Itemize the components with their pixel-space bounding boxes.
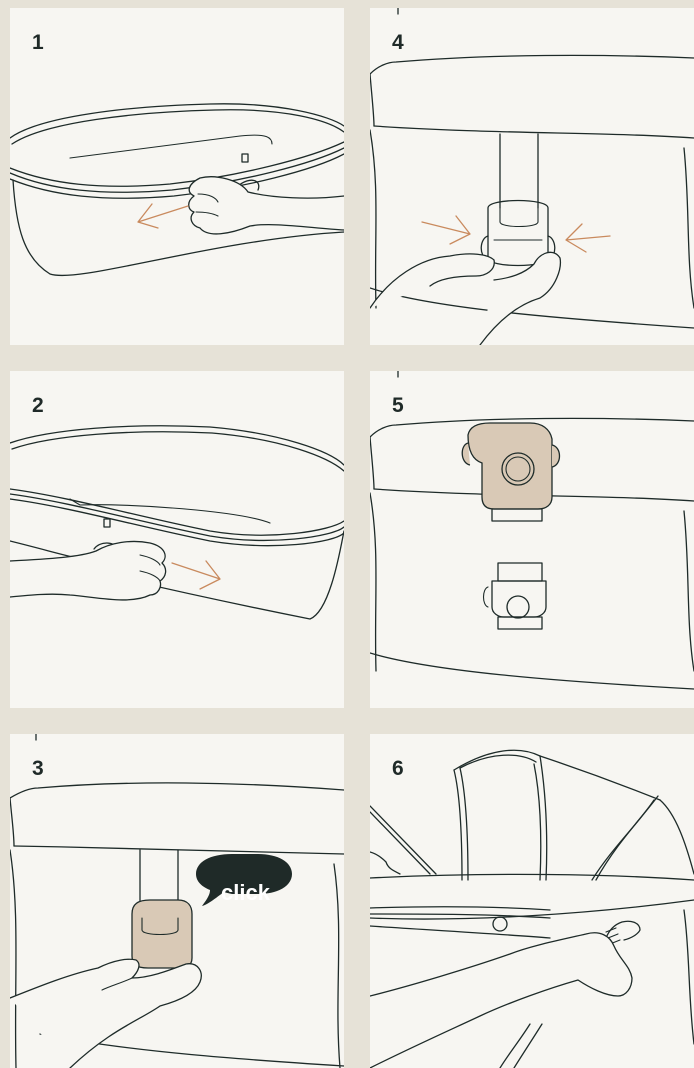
step-number: 5 (392, 395, 404, 416)
step-number: 4 (392, 32, 404, 53)
hand-shape (10, 959, 201, 1068)
arrow-right-icon (172, 561, 220, 589)
bassinet-zipper-open-illustration (10, 8, 344, 345)
step-number: 2 (32, 395, 44, 416)
step-number: 1 (32, 32, 44, 53)
clip-release-illustration (370, 371, 694, 708)
arrow-left-icon (566, 224, 610, 252)
step-4-panel: 4 (370, 8, 694, 345)
clip-attach-illustration (10, 734, 344, 1068)
step-6-panel: 6 (370, 734, 694, 1068)
step-1-panel: 1 (10, 8, 344, 345)
hand-shape (10, 541, 166, 599)
arrow-left-icon (138, 204, 188, 228)
clip-squeeze-illustration (370, 8, 694, 345)
step-3-panel: click 3 (10, 734, 344, 1068)
hand-shape (370, 933, 632, 1068)
bassinet-zipper-close-illustration (10, 371, 344, 708)
step-number: 3 (32, 758, 44, 779)
hand-shape (189, 177, 344, 234)
canopy-attach-illustration (370, 734, 694, 1068)
hand-shape (370, 254, 494, 308)
arrow-right-icon (422, 216, 470, 244)
step-2-panel: 2 (10, 371, 344, 708)
click-bubble-label: click (221, 882, 270, 904)
step-5-panel: 5 (370, 371, 694, 708)
step-number: 6 (392, 758, 404, 779)
